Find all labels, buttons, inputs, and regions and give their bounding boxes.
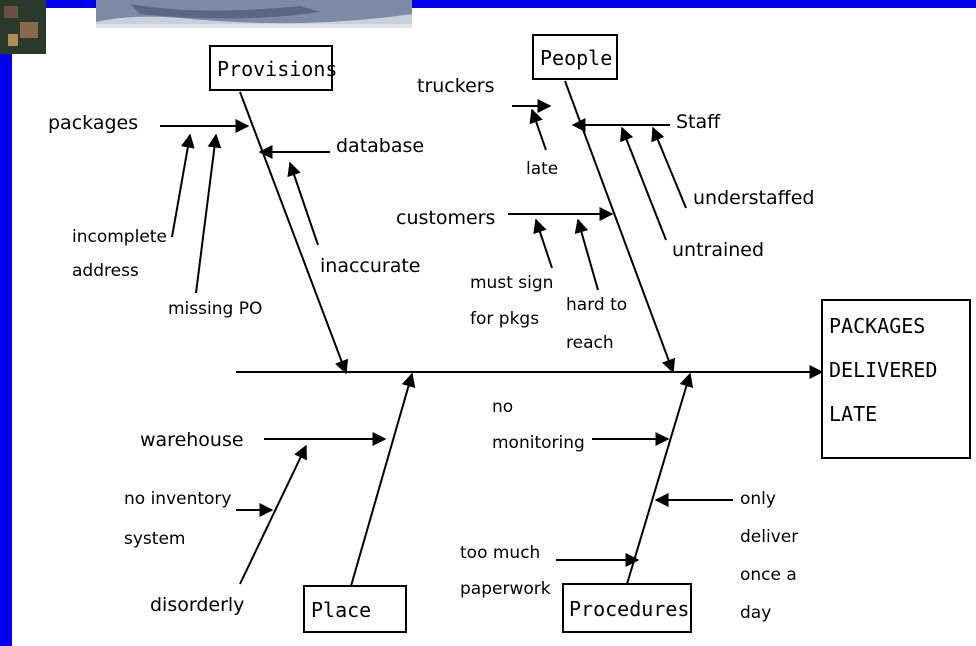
cause-truckers: truckers: [417, 75, 494, 97]
category-label-provisions: Provisions: [217, 57, 337, 81]
cause-only-deliver-line-2: deliver: [740, 527, 798, 547]
arrow-understaffed: [651, 126, 687, 209]
category-box-place: [303, 585, 407, 633]
bone-place: [350, 372, 416, 587]
arrow-inaccurate: [287, 161, 319, 246]
cause-understaffed: understaffed: [693, 187, 814, 209]
effect-line-1: PACKAGES: [829, 314, 925, 338]
cause-must-sign-line-1: must sign: [470, 273, 553, 293]
effect-line-3: LATE: [829, 402, 877, 426]
bone-provisions: [239, 91, 349, 375]
cause-hard-to-reach-line-1: hard to: [566, 295, 627, 315]
cause-only-deliver-line-4: day: [740, 603, 771, 623]
cause-disorderly: disorderly: [150, 594, 244, 616]
header-photo-banner: [96, 0, 412, 28]
cause-incomplete-address-line-1: incomplete: [72, 227, 167, 247]
cause-packages: packages: [48, 112, 138, 134]
category-box-people: [532, 34, 618, 80]
category-box-provisions: [209, 45, 333, 91]
cause-staff: Staff: [676, 111, 721, 133]
cause-no-inventory-line-1: no inventory: [124, 489, 232, 509]
cause-no-monitoring-line-1: no: [492, 397, 513, 417]
cause-no-monitoring-line-2: monitoring: [492, 433, 585, 453]
arrow-missing-po: [195, 133, 222, 294]
cause-customers: customers: [396, 207, 495, 229]
diagram-panel: [12, 8, 976, 646]
cause-no-inventory-line-2: system: [124, 529, 185, 549]
arrow-incomplete-address: [171, 133, 195, 238]
corner-photo-thumbnail: [0, 0, 46, 54]
arrow-late: [529, 108, 547, 151]
cause-database: database: [336, 135, 424, 157]
cause-incomplete-address-line-2: address: [72, 261, 139, 281]
arrow-hard-to-reach: [574, 218, 599, 291]
cause-only-deliver-line-1: only: [740, 489, 776, 509]
arrow-untrained: [620, 126, 667, 241]
category-box-procedures: [562, 583, 692, 633]
effect-line-2: DELIVERED: [829, 358, 937, 382]
category-label-place: Place: [311, 598, 371, 622]
effect-box: [821, 299, 971, 459]
category-label-procedures: Procedures: [569, 597, 689, 621]
cause-late: late: [526, 159, 558, 179]
cause-warehouse: warehouse: [140, 429, 244, 451]
category-label-people: People: [540, 46, 612, 70]
cause-paperwork-line-1: too much: [460, 543, 540, 563]
cause-missing-po: missing PO: [168, 299, 262, 319]
cause-untrained: untrained: [672, 239, 764, 261]
cause-must-sign-line-2: for pkgs: [470, 309, 539, 329]
bone-procedures: [626, 372, 694, 585]
arrow-disorderly: [239, 444, 307, 585]
cause-hard-to-reach-line-2: reach: [566, 333, 614, 353]
cause-only-deliver-line-3: once a: [740, 565, 797, 585]
arrow-must-sign: [533, 218, 553, 269]
cause-paperwork-line-2: paperwork: [460, 579, 551, 599]
cause-inaccurate: inaccurate: [320, 255, 421, 277]
